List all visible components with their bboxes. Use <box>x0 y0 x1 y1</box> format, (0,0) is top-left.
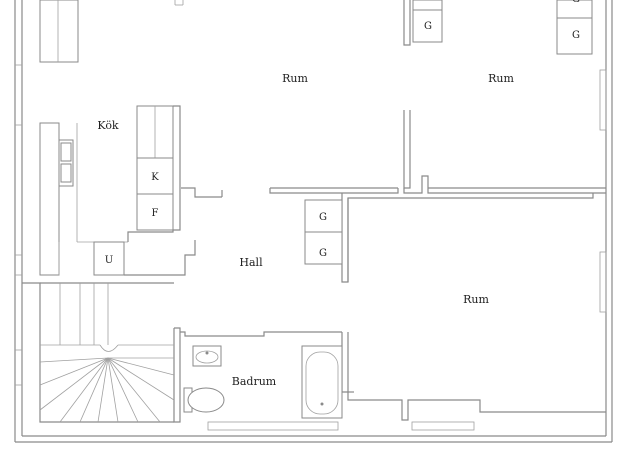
bathroom-fixtures <box>183 345 343 419</box>
interior-walls <box>22 0 606 423</box>
room-label-rum-left: Rum <box>282 72 308 85</box>
u-label: U <box>105 255 113 266</box>
kitchen-counter <box>39 122 128 276</box>
staircase <box>39 283 175 423</box>
hall-cabinets: G G <box>304 199 343 265</box>
k-label: K <box>151 172 159 183</box>
g-label-top-2: G <box>572 30 580 41</box>
top-cabinets: G G G <box>412 0 593 55</box>
g-label-top-3: G <box>572 0 580 5</box>
g-label-hall-1: G <box>319 212 327 223</box>
room-label-rum-lower: Rum <box>463 293 489 306</box>
g-label-top-1: G <box>424 21 432 32</box>
room-label-kok: Kök <box>97 119 119 132</box>
room-label-badrum: Badrum <box>232 375 277 388</box>
room-label-hall: Hall <box>239 256 263 269</box>
outer-walls <box>14 0 613 443</box>
u-unit: U <box>93 241 125 276</box>
room-label-rum-right: Rum <box>488 72 514 85</box>
g-label-hall-2: G <box>319 248 327 259</box>
f-label: F <box>152 208 159 219</box>
top-left-cabinets <box>39 0 184 63</box>
room-labels: Rum Rum Kök Hall Rum Badrum <box>97 72 514 388</box>
kitchen-fridge-column: K F <box>136 105 174 231</box>
